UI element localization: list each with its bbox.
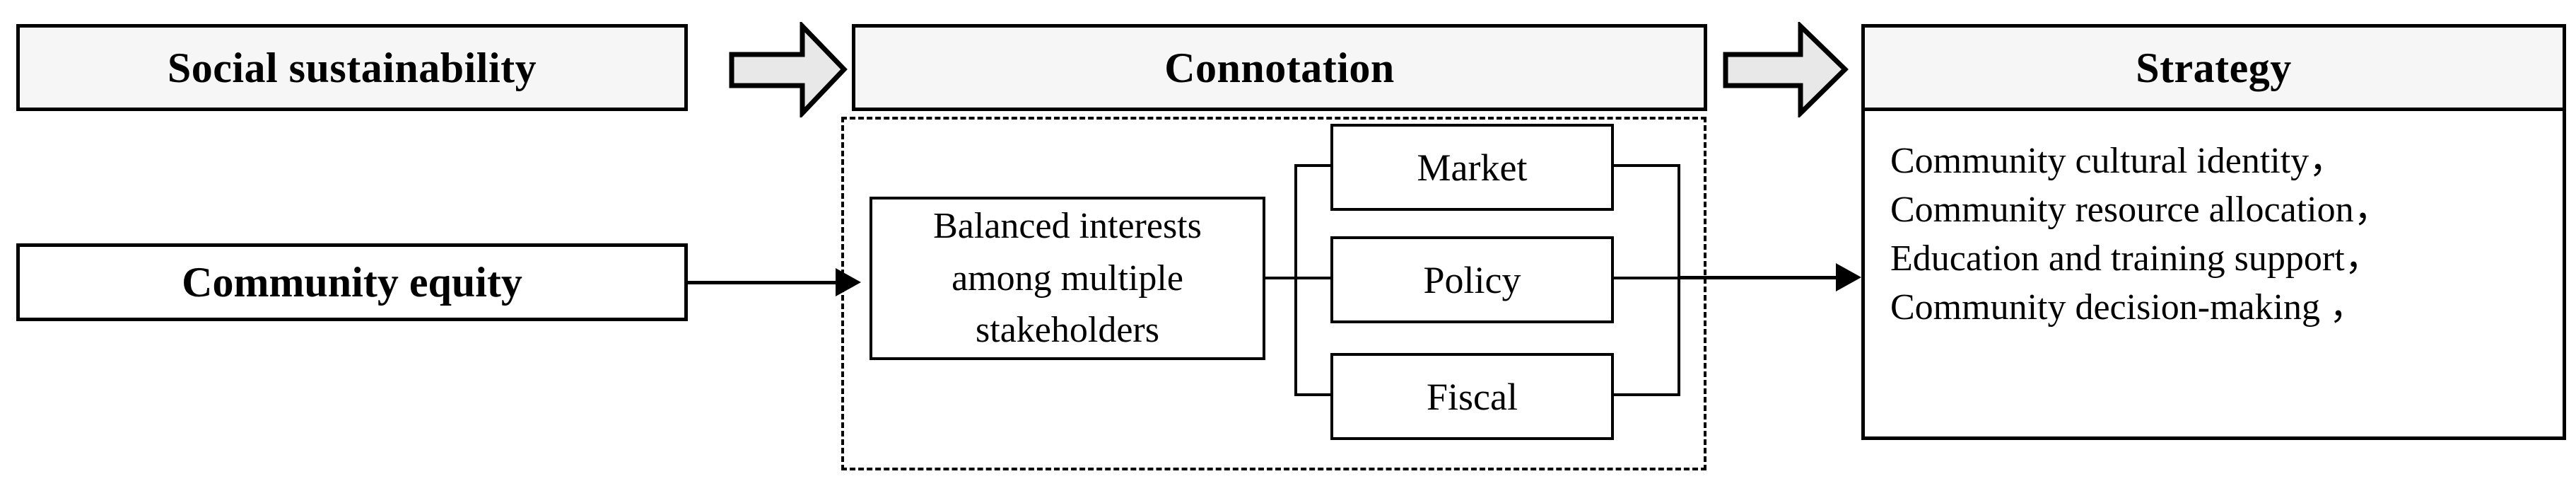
strategy-item: Community decision-making ，: [1890, 287, 2367, 328]
strategy-items-box: Community cultural identity， Community r…: [1861, 111, 2566, 440]
line-arrow-mechanisms-to-strategy-shaft: [1678, 276, 1854, 279]
mechanism-box-fiscal: Fiscal: [1330, 353, 1614, 440]
strategy-box: Strategy: [1861, 24, 2566, 111]
line-arrow-equity-to-connotation-shaft: [688, 281, 840, 284]
balanced-interests-box: Balanced interests among multiple stakeh…: [870, 197, 1265, 360]
left-bracket-stub-fiscal: [1294, 393, 1332, 396]
mechanism-box-market: Market: [1330, 124, 1614, 211]
right-bracket-stub-policy: [1614, 277, 1680, 279]
strategy-label: Strategy: [2136, 44, 2292, 91]
left-bracket-spine: [1294, 164, 1297, 396]
connotation-box: Connotation: [852, 24, 1707, 111]
connotation-dashed-container: [841, 117, 1706, 470]
line-arrow-mechanisms-to-strategy-head: [1836, 263, 1861, 291]
community-equity-label: Community equity: [182, 259, 522, 306]
block-arrow-connotation-to-strategy: [1723, 22, 1849, 117]
strategy-item: Community cultural identity，: [1890, 141, 2346, 181]
right-bracket-stub-market: [1614, 164, 1680, 167]
connector-core-to-bracket: [1265, 277, 1297, 279]
social-sustainability-box: Social sustainability: [16, 24, 688, 111]
mechanism-box-policy: Policy: [1330, 236, 1614, 323]
left-bracket-stub-market: [1294, 164, 1332, 167]
block-arrow-sustainability-to-connotation: [729, 22, 848, 117]
community-equity-box: Community equity: [16, 243, 688, 321]
mechanism-label-policy: Policy: [1423, 258, 1521, 301]
strategy-item: Education and training support，: [1890, 238, 2382, 279]
left-bracket-stub-policy: [1294, 277, 1332, 279]
social-sustainability-label: Social sustainability: [167, 44, 537, 91]
line-arrow-equity-to-connotation-head: [836, 268, 861, 296]
connotation-label: Connotation: [1164, 44, 1395, 91]
right-bracket-spine: [1678, 164, 1680, 396]
strategy-item: Community resource allocation，: [1890, 190, 2391, 231]
right-bracket-stub-fiscal: [1614, 393, 1680, 396]
mechanism-label-market: Market: [1417, 146, 1528, 189]
balanced-interests-label: Balanced interests among multiple stakeh…: [933, 205, 1202, 351]
mechanism-label-fiscal: Fiscal: [1427, 375, 1518, 418]
